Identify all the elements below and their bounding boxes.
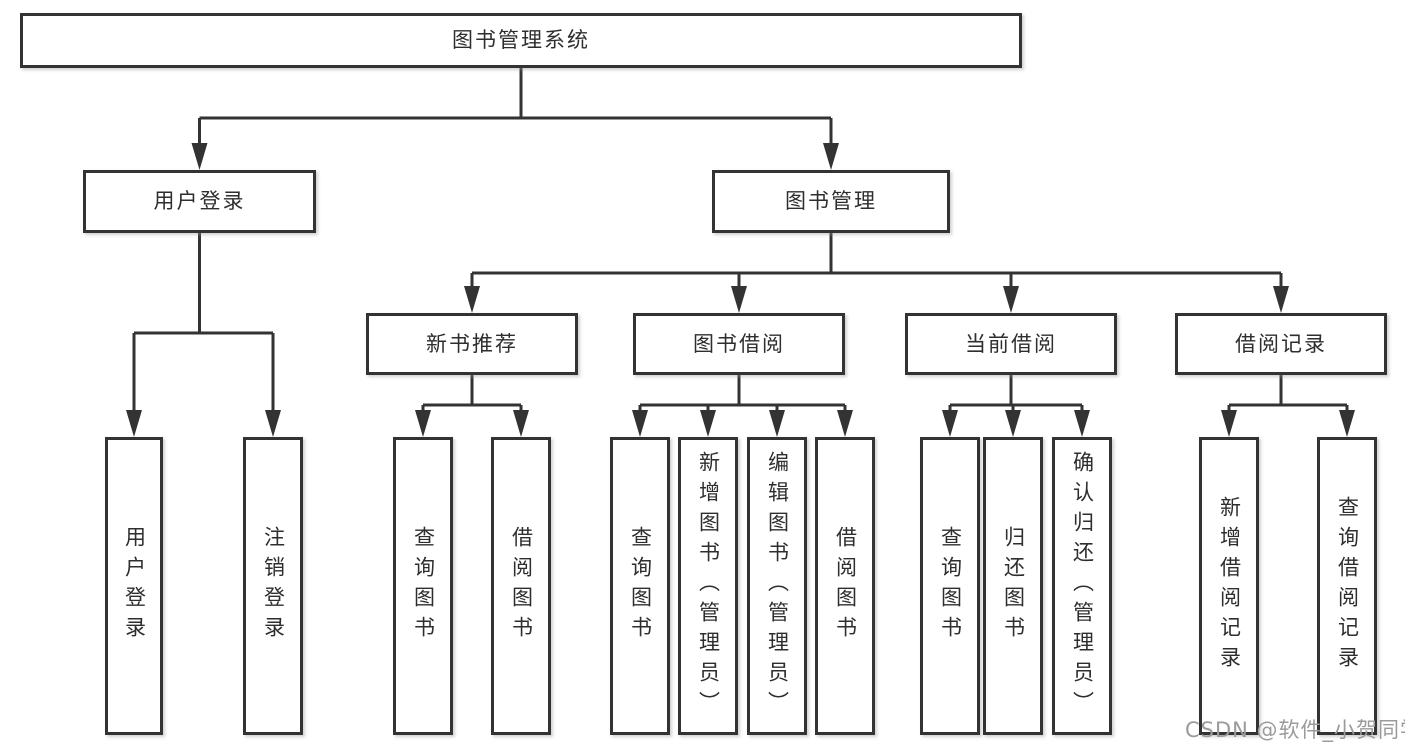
node-v-query-book-3: 查询图书 — [920, 437, 980, 735]
node-label: 新书推荐 — [426, 331, 518, 356]
node-label: 查询图书 — [411, 526, 436, 646]
node-label: 查询图书 — [938, 526, 963, 646]
node-v-logout: 注销登录 — [243, 437, 303, 735]
node-label: 图书管理 — [785, 189, 877, 213]
node-v-return-book: 归还图书 — [983, 437, 1043, 735]
node-v-confirm-return: 确认归还（管理员） — [1052, 437, 1112, 735]
node-v-user-login: 用户登录 — [105, 437, 163, 735]
node-label: 归还图书 — [1001, 526, 1026, 646]
node-v-query-borrow-record: 查询借阅记录 — [1317, 437, 1377, 735]
node-borrow-records: 借阅记录 — [1175, 313, 1387, 375]
node-label: 图书管理系统 — [452, 28, 590, 52]
node-label: 用户登录 — [153, 189, 246, 213]
node-v-query-book-2: 查询图书 — [610, 437, 670, 735]
node-label: 编辑图书（管理员） — [765, 451, 790, 721]
node-label: 新增借阅记录 — [1217, 496, 1242, 676]
node-new-book-rec: 新书推荐 — [366, 313, 578, 375]
node-book-mgmt: 图书管理 — [712, 170, 950, 233]
node-current-borrow: 当前借阅 — [905, 313, 1117, 375]
node-v-add-borrow-record: 新增借阅记录 — [1199, 437, 1259, 735]
node-v-edit-book: 编辑图书（管理员） — [747, 437, 807, 735]
node-label: 借阅图书 — [833, 526, 858, 646]
node-v-add-book: 新增图书（管理员） — [678, 437, 738, 735]
node-label: 新增图书（管理员） — [696, 451, 721, 721]
node-book-borrow: 图书借阅 — [633, 313, 845, 375]
node-label: 用户登录 — [122, 526, 147, 646]
node-label: 图书借阅 — [693, 331, 785, 356]
node-v-query-book-1: 查询图书 — [393, 437, 453, 735]
node-v-borrow-book-2: 借阅图书 — [815, 437, 875, 735]
node-label: 查询图书 — [628, 526, 653, 646]
node-root: 图书管理系统 — [20, 13, 1022, 68]
arrowhead-icons — [126, 143, 1355, 437]
node-label: 确认归还（管理员） — [1070, 451, 1095, 721]
node-label: 借阅记录 — [1235, 331, 1327, 356]
node-label: 注销登录 — [261, 526, 286, 646]
watermark-text: CSDN @软件_小贺同学 — [1185, 718, 1405, 742]
node-user-login: 用户登录 — [83, 170, 316, 233]
node-label: 当前借阅 — [965, 331, 1057, 356]
node-label: 借阅图书 — [509, 526, 534, 646]
node-v-borrow-book-1: 借阅图书 — [491, 437, 551, 735]
node-label: 查询借阅记录 — [1335, 496, 1360, 676]
